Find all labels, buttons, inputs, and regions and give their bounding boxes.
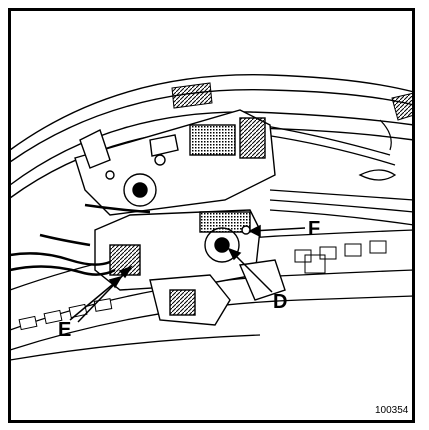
callout-d: D: [273, 291, 288, 313]
upper-motor-assembly: [74, 109, 276, 216]
cable-bundle: [259, 124, 415, 226]
right-grille: [379, 92, 415, 151]
fascia-slots: [18, 240, 387, 331]
figure-number: 100354: [375, 405, 409, 416]
left-wiring: [9, 203, 151, 276]
vent-grille: [171, 82, 213, 109]
callout-e: E: [58, 319, 72, 341]
leader-arrows: [69, 224, 306, 323]
lower-steering-mechanism: [94, 209, 286, 326]
callout-f: F: [308, 218, 321, 240]
